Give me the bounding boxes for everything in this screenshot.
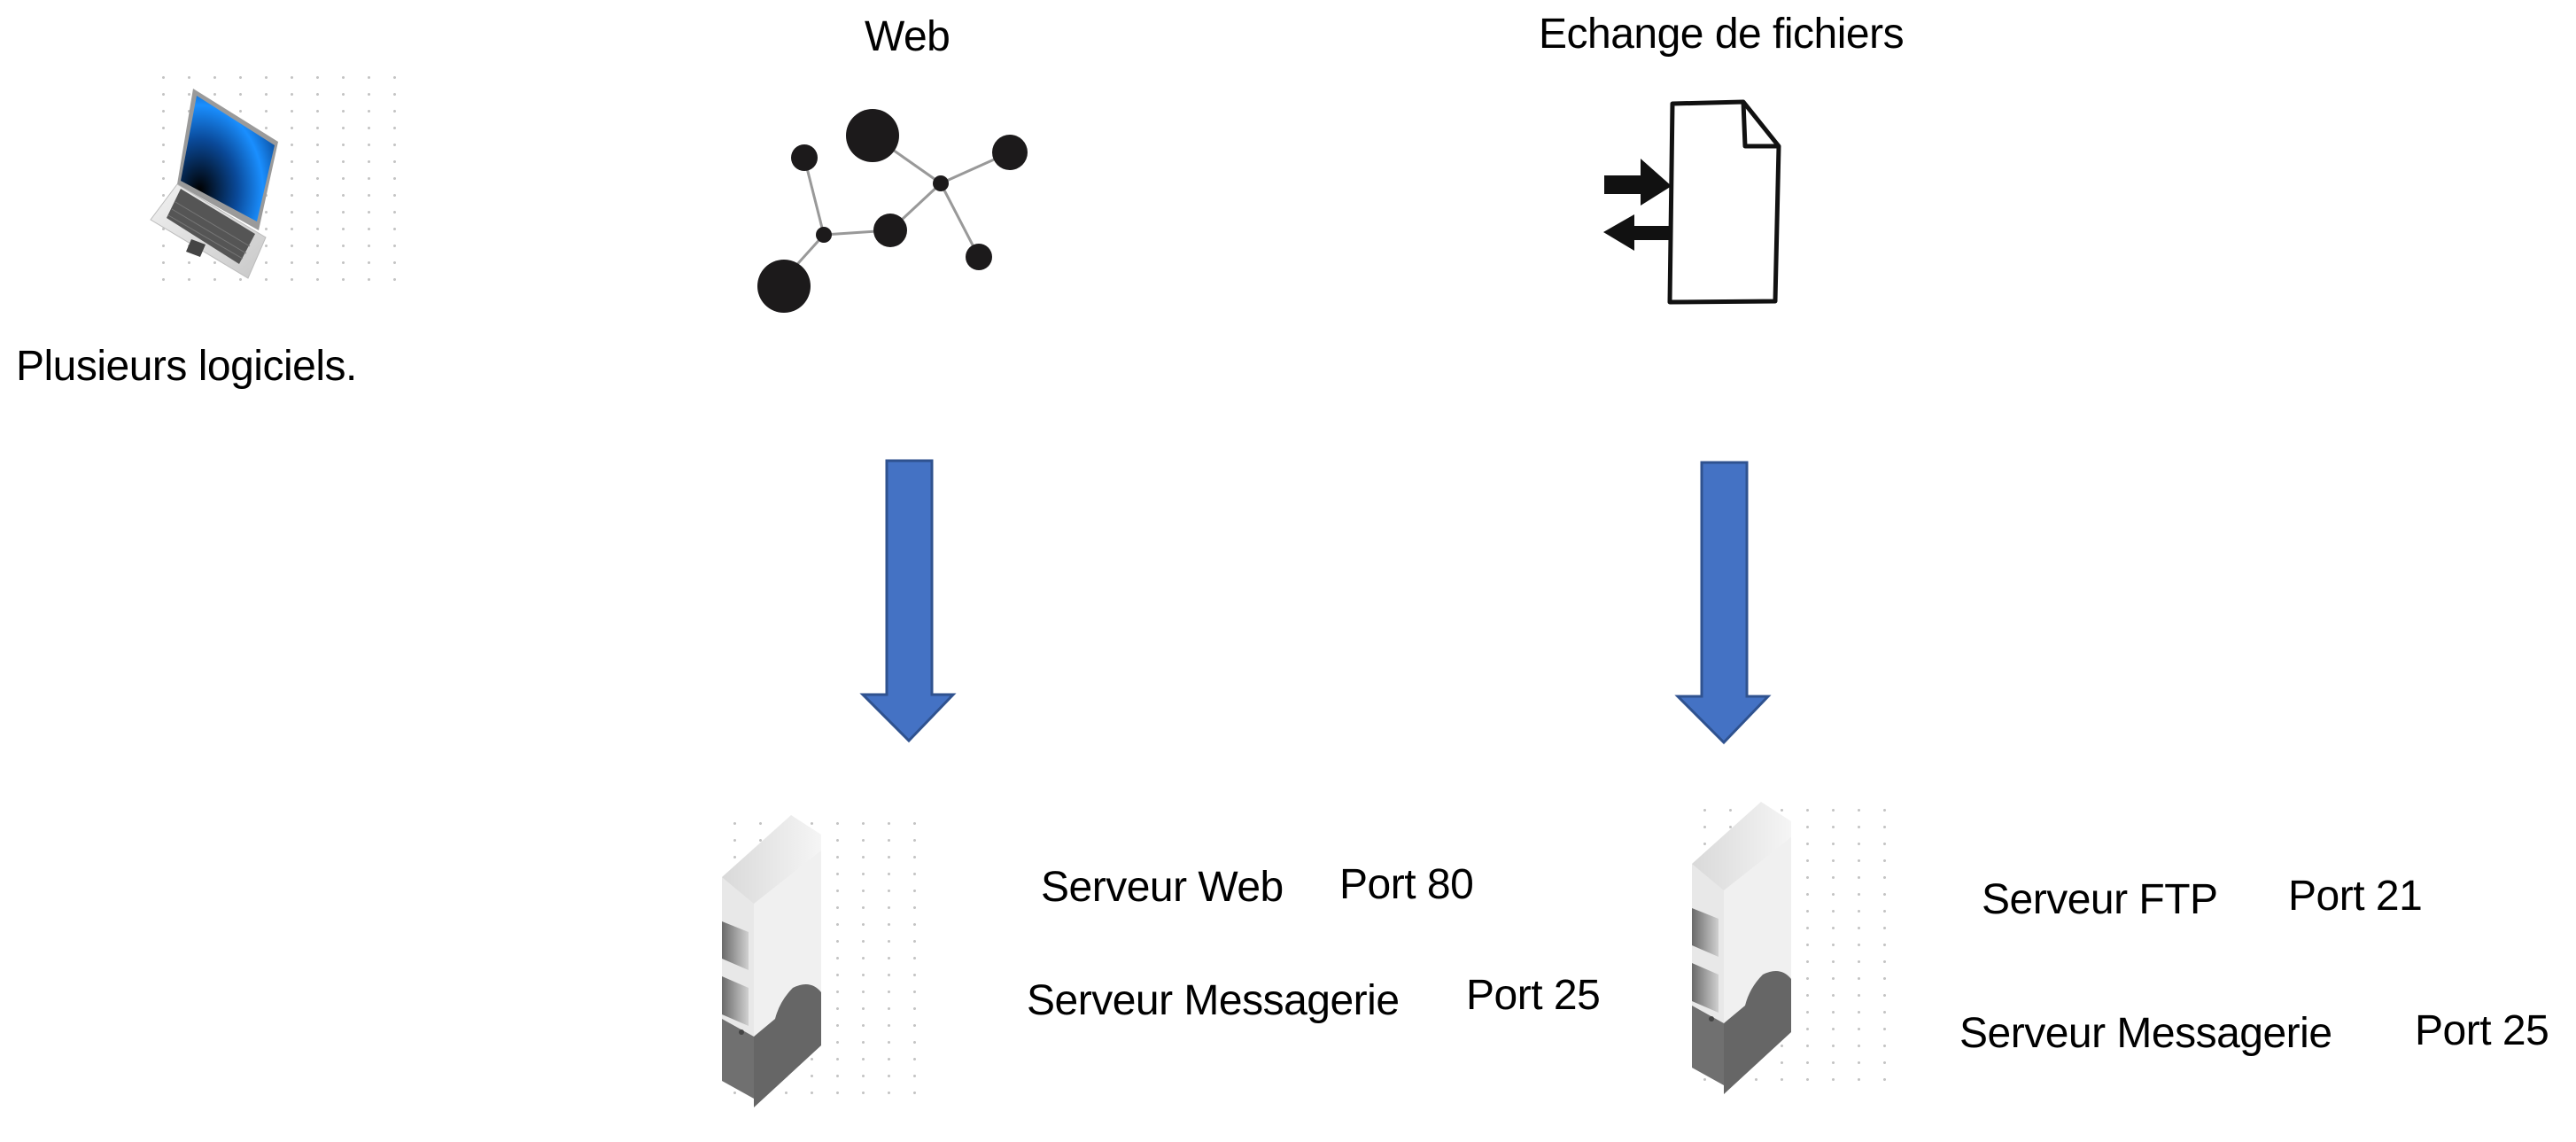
server-port: Port 80: [1339, 861, 1474, 908]
service-title-web: Web: [865, 13, 950, 60]
server-name: Serveur Web: [1041, 864, 1284, 911]
server-tower-icon: [722, 815, 921, 1107]
file-exchange-icon: [1599, 93, 1829, 315]
network-graph-icon: [744, 102, 1036, 323]
server-name: Serveur FTP: [1982, 876, 2218, 923]
server-tower-icon: [1692, 802, 1896, 1094]
down-arrow-web: [859, 459, 957, 744]
laptop-icon: [150, 69, 407, 291]
client-label: Plusieurs logiciels.: [16, 343, 357, 390]
server-port: Port 25: [1466, 972, 1601, 1019]
server-port: Port 21: [2288, 873, 2423, 920]
down-arrow-files: [1674, 461, 1772, 746]
server-name: Serveur Messagerie: [1959, 1010, 2332, 1057]
server-port: Port 25: [2415, 1007, 2549, 1054]
server-name: Serveur Messagerie: [1027, 977, 1400, 1024]
service-title-files: Echange de fichiers: [1539, 11, 1905, 58]
